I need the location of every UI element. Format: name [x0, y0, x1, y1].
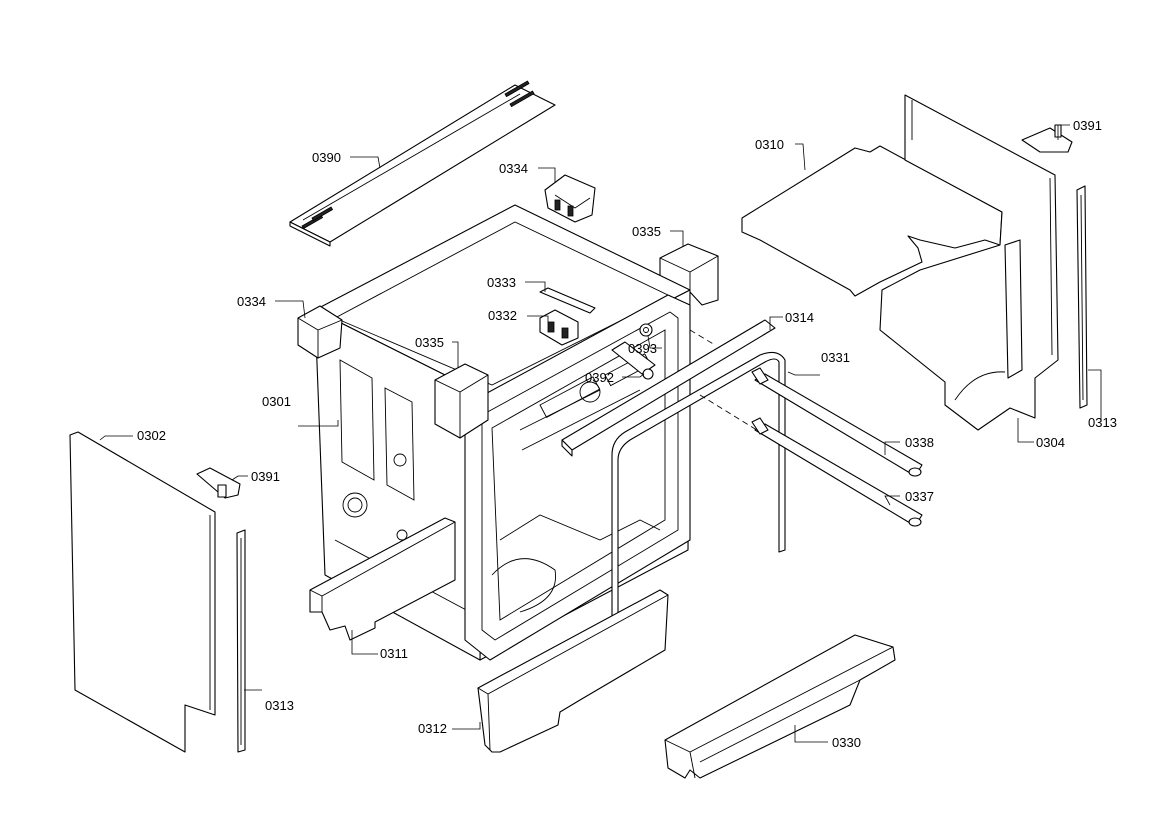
label-0335-lower: 0335: [415, 335, 444, 350]
part-0390-top-plate: [289, 80, 556, 247]
label-0313-left: 0313: [265, 698, 294, 713]
part-0391-bracket-right: [1021, 124, 1073, 153]
part-0332-hinge: [539, 309, 579, 346]
label-0391-left: 0391: [251, 469, 280, 484]
label-0330: 0330: [832, 735, 861, 750]
part-labels: 0390 0334 0310 0391 0335 0333 0332 0334 …: [137, 118, 1117, 750]
part-0391-bracket-left: [196, 467, 241, 499]
label-0304: 0304: [1036, 435, 1065, 450]
label-0334-top: 0334: [499, 161, 528, 176]
part-0337-rail: [751, 417, 923, 527]
label-0334-left: 0334: [237, 294, 266, 309]
label-0332: 0332: [488, 308, 517, 323]
label-0302: 0302: [137, 428, 166, 443]
part-0330-bottom-tray: [664, 634, 896, 779]
label-0314: 0314: [785, 310, 814, 325]
part-0302-side-panel: [69, 431, 216, 753]
label-0312: 0312: [418, 721, 447, 736]
label-0310: 0310: [755, 137, 784, 152]
label-0338: 0338: [905, 435, 934, 450]
part-0314-rail: [561, 319, 776, 457]
label-0313-right: 0313: [1088, 415, 1117, 430]
part-0312-kick-plate: [477, 589, 669, 753]
label-0392: 0392: [585, 370, 614, 385]
label-0390: 0390: [312, 150, 341, 165]
part-0335-bracket-lower: [434, 363, 489, 439]
label-0301: 0301: [262, 394, 291, 409]
label-0333: 0333: [487, 275, 516, 290]
label-0391-right: 0391: [1073, 118, 1102, 133]
part-0392-clip: [611, 341, 656, 380]
part-0313-strip-left: [236, 529, 246, 753]
label-0311: 0311: [380, 646, 408, 661]
label-0331: 0331: [821, 350, 850, 365]
part-0393-screw: [639, 323, 653, 337]
part-0338-rail: [751, 367, 923, 477]
leader-lines: [99, 124, 1102, 743]
label-0335-upper: 0335: [632, 224, 661, 239]
part-0331-frame: [611, 351, 786, 623]
part-0334-bracket-left: [297, 305, 343, 359]
part-0334-bracket-top: [544, 174, 596, 223]
part-0310-insulation-mat: [741, 145, 1003, 297]
part-0311-base-beam: [309, 517, 456, 641]
label-0393: 0393: [628, 341, 657, 356]
label-0337: 0337: [905, 489, 934, 504]
part-0313-strip-right: [1076, 185, 1088, 409]
part-0304-side-panel: [879, 94, 1059, 431]
